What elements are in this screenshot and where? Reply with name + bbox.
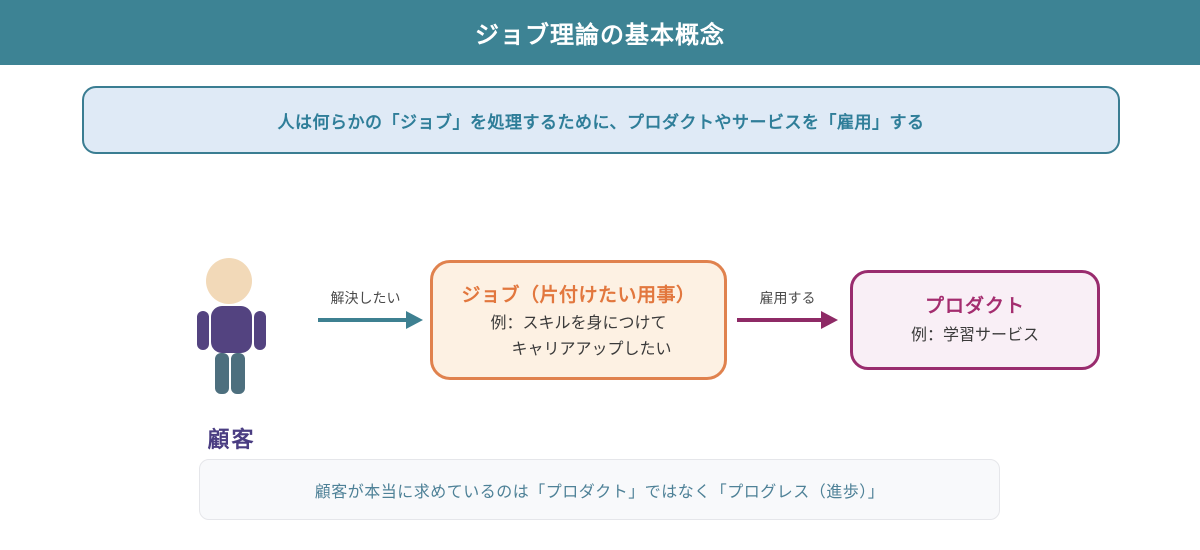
customer-right-arm-icon (254, 311, 266, 350)
premise-text: 人は何らかの「ジョブ」を処理するために、プロダクトやサービスを「雇用」する (277, 112, 925, 132)
premise-box: 人は何らかの「ジョブ」を処理するために、プロダクトやサービスを「雇用」する (82, 86, 1120, 154)
job-box-example-line2: キャリアアップしたい (511, 341, 672, 358)
solve-arrowhead-icon (406, 311, 423, 329)
product-box-example: 例：学習サービス (910, 326, 1039, 344)
header-bar: ジョブ理論の基本概念 (0, 0, 1200, 65)
job-box-title: ジョブ（片付けたい用事） (461, 285, 696, 306)
customer-left-arm-icon (197, 311, 209, 350)
page-title: ジョブ理論の基本概念 (475, 22, 725, 49)
hire-arrowhead-icon (821, 311, 838, 329)
customer-label: 顧客 (207, 427, 256, 452)
job-box-example-line1: 例：スキルを身につけて (490, 315, 667, 332)
customer-left-leg-icon (215, 353, 229, 394)
job-box: ジョブ（片付けたい用事） 例：スキルを身につけて キャリアアップしたい (430, 260, 727, 380)
progress-note-text: 顧客が本当に求めているのは「プロダクト」ではなく「プログレス（進歩）」 (314, 483, 885, 501)
customer-torso-icon (211, 306, 252, 353)
hire-arrow-label: 雇用する (759, 290, 816, 306)
customer-right-leg-icon (231, 353, 245, 394)
solve-arrow-label: 解決したい (330, 290, 401, 306)
solve-arrow-line (318, 318, 406, 322)
hire-arrow-line (737, 318, 821, 322)
product-box: プロダクト 例：学習サービス (850, 270, 1100, 370)
customer-head-icon (206, 258, 252, 304)
product-box-title: プロダクト (924, 295, 1025, 317)
progress-note-box: 顧客が本当に求めているのは「プロダクト」ではなく「プログレス（進歩）」 (199, 459, 1000, 520)
